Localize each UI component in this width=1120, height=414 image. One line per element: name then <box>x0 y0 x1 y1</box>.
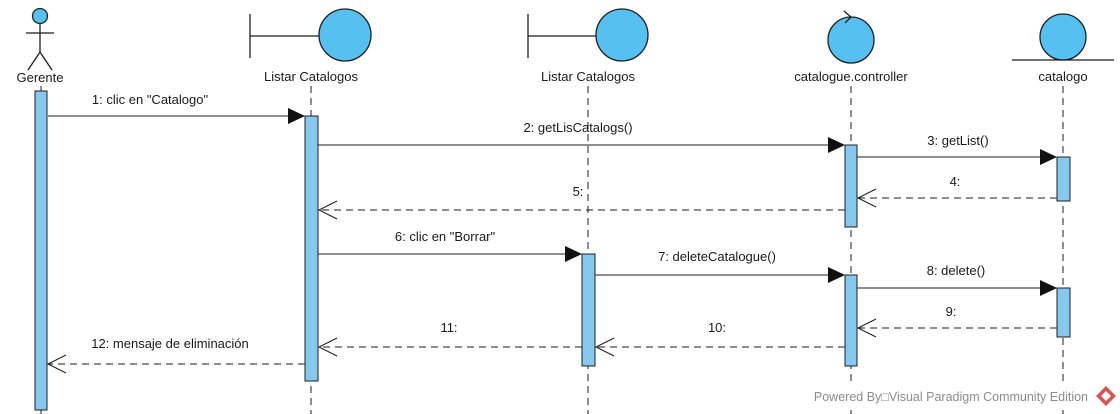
boundary-icon <box>527 8 649 62</box>
visual-paradigm-logo-icon <box>1096 386 1116 406</box>
message-label: 12: mensaje de eliminación <box>91 336 249 351</box>
lifeline-lines <box>40 86 1064 414</box>
participant-label: catalogo <box>1038 69 1087 84</box>
message-label: 2: getLisCatalogs() <box>523 120 632 135</box>
message-8: 8: delete() <box>857 263 1057 296</box>
message-label: 4: <box>950 174 961 189</box>
boundary-icon <box>249 8 372 62</box>
activation-bar <box>304 115 319 382</box>
control-icon <box>827 10 875 64</box>
message-label: 10: <box>708 320 726 335</box>
message-10: 10: <box>594 320 845 357</box>
entity-icon <box>1012 13 1114 61</box>
activation-bar <box>844 144 858 228</box>
activation-bar <box>34 90 48 411</box>
message-label: 8: delete() <box>927 263 986 278</box>
participant-label: catalogue.controller <box>794 69 908 84</box>
message-9: 9: <box>856 304 1057 338</box>
message-label: 5: <box>573 184 584 199</box>
message-label: 1: clic en "Catalogo" <box>92 92 209 107</box>
participant-label: Gerente <box>17 70 64 85</box>
message-label: 9: <box>946 304 957 319</box>
message-2: 2: getLisCatalogs() <box>318 120 845 153</box>
participant-label: Listar Catalogos <box>264 69 358 84</box>
message-7: 7: deleteCatalogue() <box>595 249 845 283</box>
message-12: 12: mensaje de eliminación <box>46 336 305 374</box>
activation-bar <box>1056 156 1071 202</box>
message-11: 11: <box>317 320 582 357</box>
activation-bars <box>34 90 1071 411</box>
message-label: 7: deleteCatalogue() <box>658 249 776 264</box>
message-label: 11: <box>440 320 457 335</box>
message-3: 3: getList() <box>857 133 1057 165</box>
activation-bar <box>581 253 596 367</box>
watermark-text: Powered By□Visual Paradigm Community Edi… <box>814 390 1088 404</box>
message-label: 3: getList() <box>927 133 988 148</box>
message-1: 1: clic en "Catalogo" <box>48 92 305 124</box>
activation-bar <box>1056 287 1071 338</box>
activation-bar <box>844 274 858 367</box>
message-4: 4: <box>856 174 1057 208</box>
actor-gerente-icon <box>26 7 54 71</box>
message-label: 6: clic en "Borrar" <box>395 229 496 244</box>
participant-label: Listar Catalogos <box>541 69 635 84</box>
message-6: 6: clic en "Borrar" <box>318 229 582 262</box>
message-5: 5: <box>317 184 845 220</box>
